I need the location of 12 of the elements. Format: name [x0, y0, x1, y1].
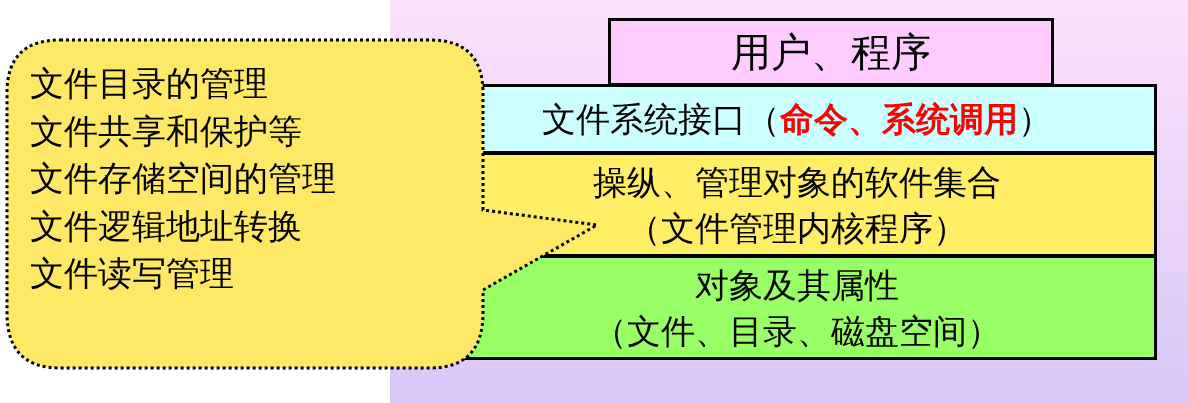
callout-text: 文件读写管理: [30, 252, 234, 295]
layer-text: 用户、程序: [731, 29, 931, 75]
callout-text: 文件逻辑地址转换: [30, 205, 302, 248]
layer-box: [608, 18, 1054, 86]
layer-text: （文件管理内核程序）: [627, 206, 967, 250]
layer-text: 对象及其属性: [695, 263, 899, 307]
layer-text: 文件系统接口（命令、系统调用）: [542, 98, 1052, 141]
callout-text: 文件目录的管理: [30, 62, 268, 105]
callout-text: 文件存储空间的管理: [30, 157, 336, 200]
layer-text: （文件、目录、磁盘空间）: [593, 309, 1001, 353]
callout-text: 文件共享和保护等: [30, 110, 302, 153]
layer-text: 操纵、管理对象的软件集合: [593, 160, 1001, 204]
